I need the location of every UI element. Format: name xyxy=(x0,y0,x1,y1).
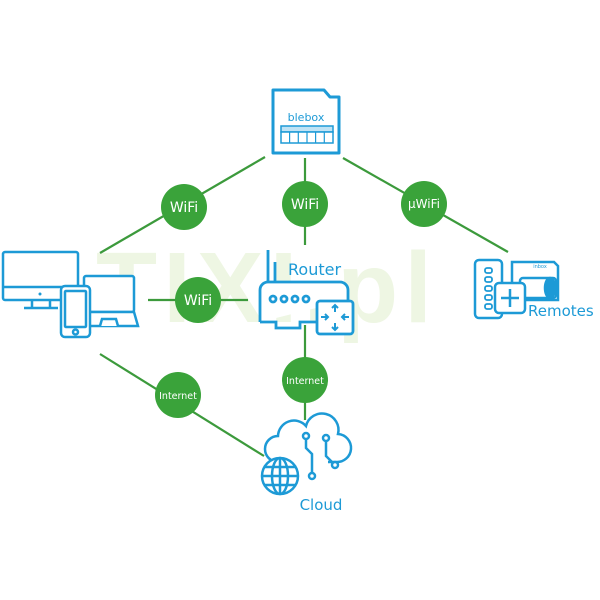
link-badge-wifi-router: WiFi xyxy=(282,181,328,227)
link-badge-wifi-devices: WiFi xyxy=(161,184,207,230)
cloud-icon xyxy=(260,412,353,496)
link-badge-uwifi-remotes: µWiFi xyxy=(401,181,447,227)
svg-text:µWiFi: µWiFi xyxy=(408,197,440,211)
link-badge-wifi-devices-router: WiFi xyxy=(175,277,221,323)
svg-text:Internet: Internet xyxy=(159,391,197,402)
router-icon xyxy=(258,250,355,336)
blebox-brand-label: blebox xyxy=(288,111,325,124)
link-badge-internet-router: Internet xyxy=(282,357,328,403)
devices-icon xyxy=(1,250,140,339)
router-label: Router xyxy=(288,260,341,279)
blebox-controller-icon xyxy=(271,88,341,155)
remotes-label: Remotes xyxy=(528,302,594,320)
link-badge-internet-devices: Internet xyxy=(155,372,201,418)
cloud-label: Cloud xyxy=(300,496,343,514)
remotes-icon xyxy=(473,258,560,320)
svg-text:Internet: Internet xyxy=(286,376,324,387)
svg-text:WiFi: WiFi xyxy=(184,293,212,309)
svg-text:WiFi: WiFi xyxy=(170,200,198,216)
inbox-label: inbox xyxy=(533,264,547,270)
svg-text:WiFi: WiFi xyxy=(291,197,319,213)
